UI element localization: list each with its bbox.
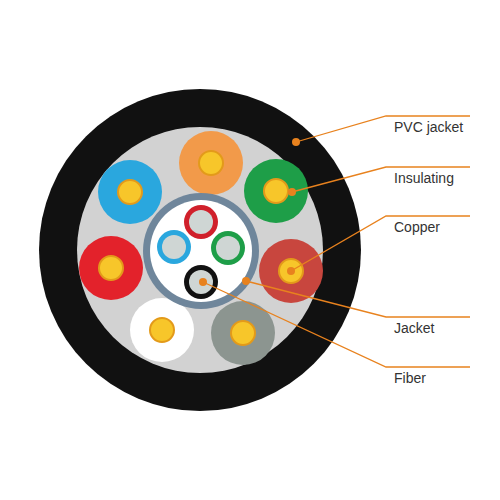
- copper-cores: [99, 151, 303, 345]
- fiber-core: [162, 235, 186, 259]
- leader-dot: [287, 267, 295, 275]
- leader-dots: [199, 138, 300, 286]
- callout-label: Fiber: [392, 370, 428, 386]
- copper-core: [150, 318, 174, 342]
- copper-core: [99, 256, 123, 280]
- copper-core: [231, 321, 255, 345]
- copper-core: [279, 259, 303, 283]
- red-fiber-buffer: [184, 205, 218, 239]
- leader-line: [292, 167, 470, 192]
- white-insulation: [130, 298, 194, 362]
- leader-line: [246, 281, 470, 317]
- callout-label: Jacket: [392, 320, 436, 336]
- red-insulation: [79, 236, 143, 300]
- blue-fiber-buffer: [157, 230, 191, 264]
- fiber-core: [189, 270, 213, 294]
- callout-label: PVC jacket: [392, 119, 465, 135]
- copper-core: [199, 151, 223, 175]
- black-fiber-buffer: [184, 265, 218, 299]
- callout-label: Copper: [392, 219, 442, 235]
- leader-line: [296, 116, 470, 142]
- red-insulation: [259, 239, 323, 303]
- leader-dot: [292, 138, 300, 146]
- orange-insulation: [179, 131, 243, 195]
- green-fiber-buffer: [211, 231, 245, 265]
- leader-lines: [203, 116, 470, 367]
- green-insulation: [244, 159, 308, 223]
- inner-jacket: [143, 193, 259, 309]
- callout-label: Insulating: [392, 170, 456, 186]
- leader-dot: [199, 278, 207, 286]
- filler: [77, 127, 323, 373]
- fiber-units: [157, 205, 245, 299]
- leader-dot: [288, 188, 296, 196]
- fiber-core: [189, 210, 213, 234]
- inner-jacket-lumen: [150, 200, 252, 302]
- copper-core: [118, 180, 142, 204]
- leader-dot: [242, 277, 250, 285]
- fiber-core: [216, 236, 240, 260]
- leader-line: [291, 216, 470, 271]
- insulated-conductors: [79, 131, 323, 365]
- copper-core: [264, 179, 288, 203]
- blue-insulation: [98, 160, 162, 224]
- leader-line: [203, 282, 470, 367]
